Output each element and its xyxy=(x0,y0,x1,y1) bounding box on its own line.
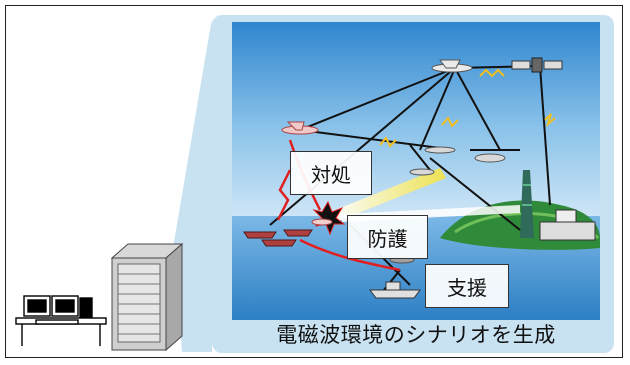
label-respond: 対処 xyxy=(290,151,372,195)
explosion-icon xyxy=(312,200,346,236)
aircraft-icon xyxy=(431,59,473,73)
ship-icon xyxy=(369,281,421,299)
jamming-beam xyxy=(330,168,446,222)
computer-workstation-icon xyxy=(15,295,107,346)
aircraft-icon xyxy=(389,146,506,264)
server-rack-icon xyxy=(110,242,184,352)
ground-station-icon xyxy=(539,209,596,241)
label-support: 支援 xyxy=(425,264,509,308)
jamming-bolts xyxy=(379,68,556,148)
zoom-wedge xyxy=(174,18,212,352)
tower-icon xyxy=(520,170,534,238)
scenario-caption: 電磁波環境のシナリオを生成 xyxy=(276,323,556,347)
ship-icon xyxy=(243,229,313,247)
aircraft-icon xyxy=(311,218,333,226)
satellite-icon xyxy=(511,57,563,73)
label-protect: 防護 xyxy=(347,215,428,259)
aircraft-icon xyxy=(281,121,319,135)
